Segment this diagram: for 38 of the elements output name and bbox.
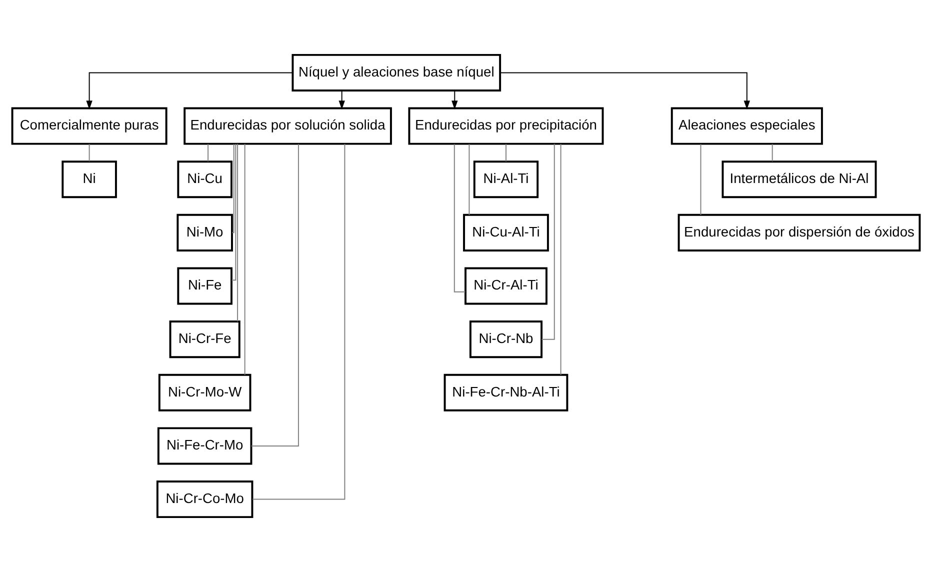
connector	[208, 143, 209, 162]
arrow	[500, 72, 750, 109]
connector	[237, 142, 238, 322]
arrow	[452, 90, 458, 109]
node-box: Ni-Cu	[177, 160, 232, 198]
node-box: Ni-Fe	[177, 266, 232, 304]
node-box: Ni-Fe-Cr-Mo	[157, 426, 252, 464]
node-box: Endurecidas por dispersión de óxidos	[678, 213, 921, 251]
connector	[244, 142, 246, 375]
node-box: Endurecidas por precipitación	[408, 106, 604, 144]
connector	[88, 143, 90, 162]
node-box: Níquel y aleaciones base níquel	[292, 53, 502, 91]
node-box: Ni	[62, 160, 117, 198]
connector	[560, 142, 562, 375]
node-box: Ni-Cr-Co-Mo	[156, 480, 254, 518]
node-box: Endurecidas por solución solida	[184, 106, 392, 144]
node-box: Ni-Cr-Nb	[469, 320, 543, 358]
connector	[468, 143, 470, 215]
connector	[700, 143, 702, 215]
node-box: Comercialmente puras	[11, 106, 168, 144]
connector	[772, 143, 773, 162]
arrow	[86, 72, 293, 109]
arrow	[338, 90, 345, 109]
node-box: Ni-Fe-Cr-Nb-Al-Ti	[444, 373, 568, 411]
node-box: Ni-Cr-Al-Ti	[464, 266, 548, 304]
connector	[252, 143, 346, 500]
connector	[541, 142, 555, 340]
connector	[250, 143, 299, 446]
node-box: Ni-Cu-Al-Ti	[463, 213, 549, 251]
node-box: Ni-Al-Ti	[473, 160, 539, 198]
node-box: Ni-Mo	[176, 213, 233, 251]
node-box: Ni-Cr-Fe	[169, 320, 240, 358]
node-box: Intermetálicos de Ni-Al	[722, 160, 877, 198]
connector	[232, 143, 234, 233]
node-box: Aleaciones especiales	[670, 106, 823, 144]
connector	[454, 143, 466, 292]
node-box: Ni-Cr-Mo-W	[158, 373, 252, 411]
connector	[231, 143, 236, 280]
